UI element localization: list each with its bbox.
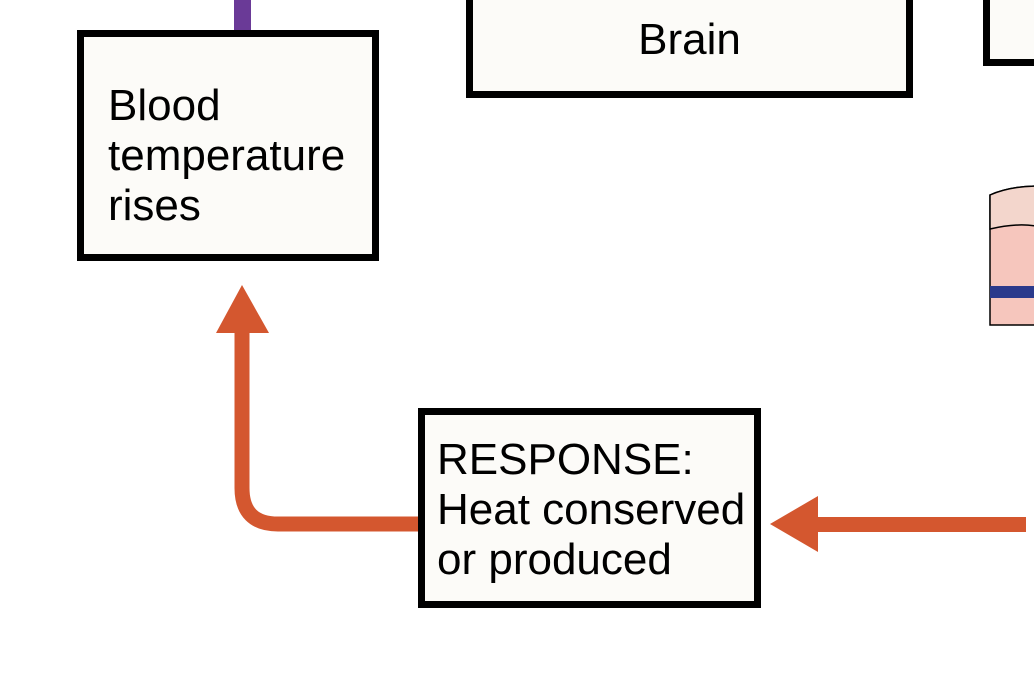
partial-box-right (983, 0, 1034, 66)
skin-tissue-illustration (989, 185, 1034, 326)
feedback-arrow-head (216, 285, 269, 333)
blood-temperature-line-2: temperature (108, 131, 346, 180)
incoming-arrow-head (770, 496, 818, 552)
brain-box: Brain (466, 0, 913, 98)
incoming-arrow-shaft (810, 517, 1026, 532)
stimulus-line (234, 0, 251, 34)
response-line-2: Heat conserved (437, 485, 746, 534)
response-box: RESPONSE: Heat conserved or produced (418, 408, 761, 608)
blood-temperature-box: Blood temperature rises (77, 30, 379, 261)
response-line-1: RESPONSE: (437, 435, 694, 484)
response-line-3: or produced (437, 535, 672, 584)
blood-temperature-line-3: rises (108, 181, 201, 230)
feedback-arrow-shaft (234, 326, 422, 532)
blood-temperature-line-1: Blood (108, 81, 221, 130)
brain-label: Brain (638, 15, 741, 64)
